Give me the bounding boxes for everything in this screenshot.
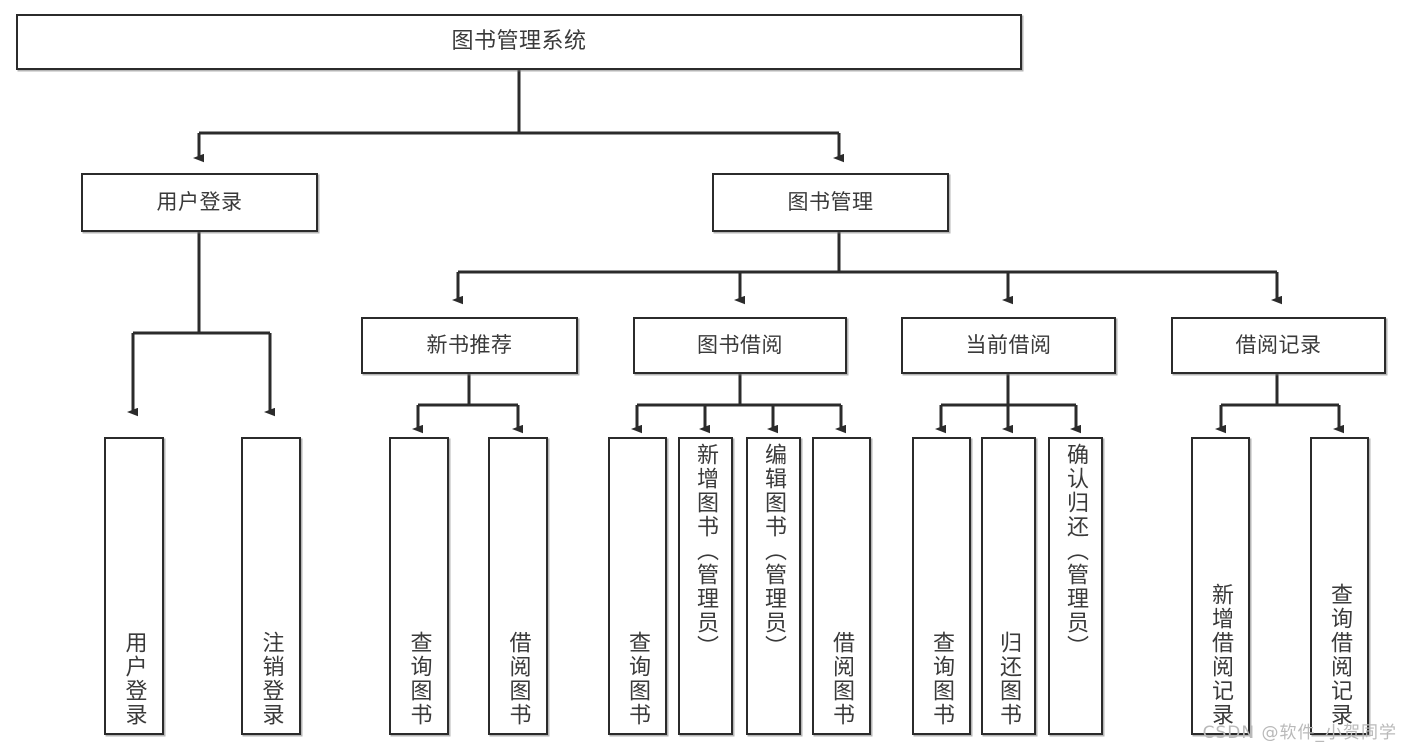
node-new-book-recommend[interactable]: 新书推荐	[361, 317, 578, 374]
node-root-system[interactable]: 图书管理系统	[16, 14, 1022, 70]
node-label: 用户登录	[156, 190, 243, 215]
node-leaf-add-record[interactable]: 新增借阅记录	[1191, 437, 1250, 735]
node-label: 新增图书（管理员）	[693, 443, 719, 659]
node-leaf-query-book-1[interactable]: 查询图书	[389, 437, 449, 735]
node-label: 图书管理系统	[451, 29, 587, 55]
node-book-borrow[interactable]: 图书借阅	[633, 317, 847, 374]
node-label: 查询借阅记录	[1327, 583, 1353, 727]
node-leaf-edit-book[interactable]: 编辑图书（管理员）	[746, 437, 801, 735]
node-leaf-user-login[interactable]: 用户登录	[104, 437, 164, 735]
node-leaf-user-logout[interactable]: 注销登录	[241, 437, 301, 735]
node-leaf-confirm-return[interactable]: 确认归还（管理员）	[1048, 437, 1103, 735]
node-leaf-add-book[interactable]: 新增图书（管理员）	[678, 437, 733, 735]
node-user-login[interactable]: 用户登录	[81, 173, 318, 232]
node-label: 用户登录	[121, 631, 147, 727]
node-label: 归还图书	[996, 631, 1022, 727]
node-label: 查询图书	[625, 631, 651, 727]
node-leaf-query-book-2[interactable]: 查询图书	[608, 437, 667, 735]
node-label: 查询图书	[406, 631, 432, 727]
node-label: 图书管理	[787, 190, 874, 215]
node-leaf-borrow-book-2[interactable]: 借阅图书	[812, 437, 871, 735]
node-label: 注销登录	[258, 631, 284, 727]
node-label: 借阅图书	[505, 631, 531, 727]
node-label: 确认归还（管理员）	[1063, 443, 1089, 659]
node-label: 查询图书	[929, 631, 955, 727]
node-leaf-query-book-3[interactable]: 查询图书	[912, 437, 971, 735]
node-label: 图书借阅	[697, 333, 783, 358]
node-label: 借阅记录	[1235, 333, 1322, 358]
node-label: 新书推荐	[426, 333, 513, 358]
node-label: 新增借阅记录	[1208, 583, 1234, 727]
node-label: 编辑图书（管理员）	[761, 443, 787, 659]
node-label: 借阅图书	[829, 631, 855, 727]
node-current-borrow[interactable]: 当前借阅	[901, 317, 1116, 374]
node-leaf-borrow-book-1[interactable]: 借阅图书	[488, 437, 548, 735]
node-book-manage[interactable]: 图书管理	[712, 173, 949, 232]
node-leaf-return-book[interactable]: 归还图书	[981, 437, 1036, 735]
csdn-watermark: CSDN @软件_小贺同学	[1202, 723, 1397, 743]
node-borrow-record[interactable]: 借阅记录	[1171, 317, 1386, 374]
node-leaf-query-record[interactable]: 查询借阅记录	[1310, 437, 1369, 735]
node-label: 当前借阅	[965, 333, 1052, 358]
